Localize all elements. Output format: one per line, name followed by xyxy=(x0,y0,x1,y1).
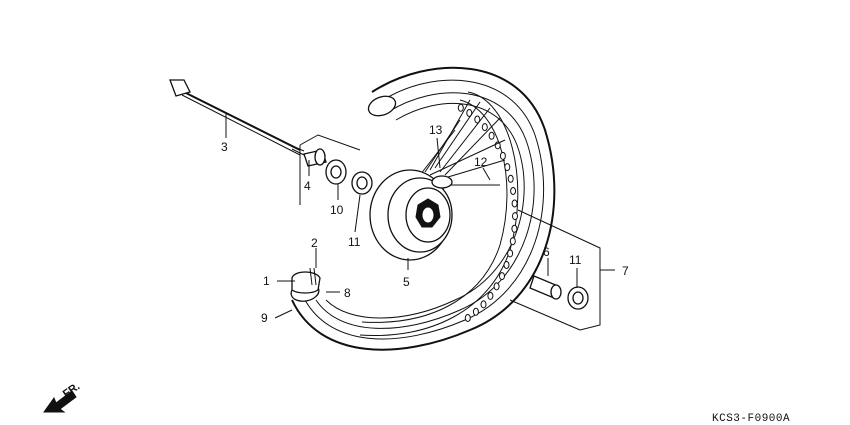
hub xyxy=(369,169,453,261)
rim-spoke-hole xyxy=(474,115,481,124)
callout-11-right: 11 xyxy=(569,253,582,267)
callout-10: 10 xyxy=(330,203,344,217)
callout-7: 7 xyxy=(622,264,629,278)
front-direction-indicator: FR. xyxy=(43,380,82,413)
callout-1: 1 xyxy=(263,274,270,288)
rim-spoke-hole xyxy=(503,261,510,269)
arrow-down-left-icon xyxy=(43,390,77,413)
rim-spoke-hole xyxy=(457,103,464,112)
bearing-left xyxy=(351,171,373,195)
axle xyxy=(169,79,305,156)
rim-spoke-hole xyxy=(512,212,518,221)
dust-seal xyxy=(325,159,347,185)
callout-8: 8 xyxy=(344,286,351,300)
rim-spoke-hole xyxy=(511,224,518,233)
tire xyxy=(290,66,556,351)
leader-lines xyxy=(225,112,615,319)
distance-collar xyxy=(529,275,562,300)
rim-spoke-hole xyxy=(511,199,518,208)
rim-spoke-hole xyxy=(507,249,514,258)
rim-spoke-hole xyxy=(481,123,488,132)
callout-5: 5 xyxy=(403,275,410,289)
callout-11-left: 11 xyxy=(348,235,361,249)
bearing-right xyxy=(567,286,589,310)
rim-spoke-hole xyxy=(472,307,479,316)
rim-spoke-hole xyxy=(480,300,487,309)
callout-13: 13 xyxy=(429,123,443,137)
rim-spoke-hole xyxy=(488,131,495,140)
callout-4: 4 xyxy=(304,179,311,193)
callout-2: 2 xyxy=(311,236,318,250)
diagram-code: KCS3-F0900A xyxy=(712,413,790,425)
callout-3: 3 xyxy=(221,140,228,154)
rim-spoke-hole xyxy=(499,272,505,281)
collar xyxy=(303,148,327,167)
tube-valve xyxy=(291,267,321,294)
spokes xyxy=(419,99,506,186)
callout-6: 6 xyxy=(543,245,550,259)
group-brackets xyxy=(299,134,601,331)
callout-9: 9 xyxy=(261,311,268,325)
callout-12: 12 xyxy=(474,155,488,169)
rim-spoke-hole xyxy=(499,151,506,160)
rim-spoke-hole xyxy=(507,174,514,183)
rim-spoke-hole xyxy=(464,314,471,322)
rim-spoke-hole xyxy=(487,291,494,300)
rim-spoke-hole xyxy=(509,237,516,246)
rim-spoke-hole xyxy=(504,163,511,172)
rim-spoke-hole xyxy=(466,109,473,117)
rim xyxy=(359,91,519,337)
rim-spoke-hole xyxy=(493,282,500,291)
callout-labels: 1 2 3 4 5 6 7 8 9 10 11 11 12 13 xyxy=(221,123,629,325)
rim-spoke-hole xyxy=(510,187,517,195)
